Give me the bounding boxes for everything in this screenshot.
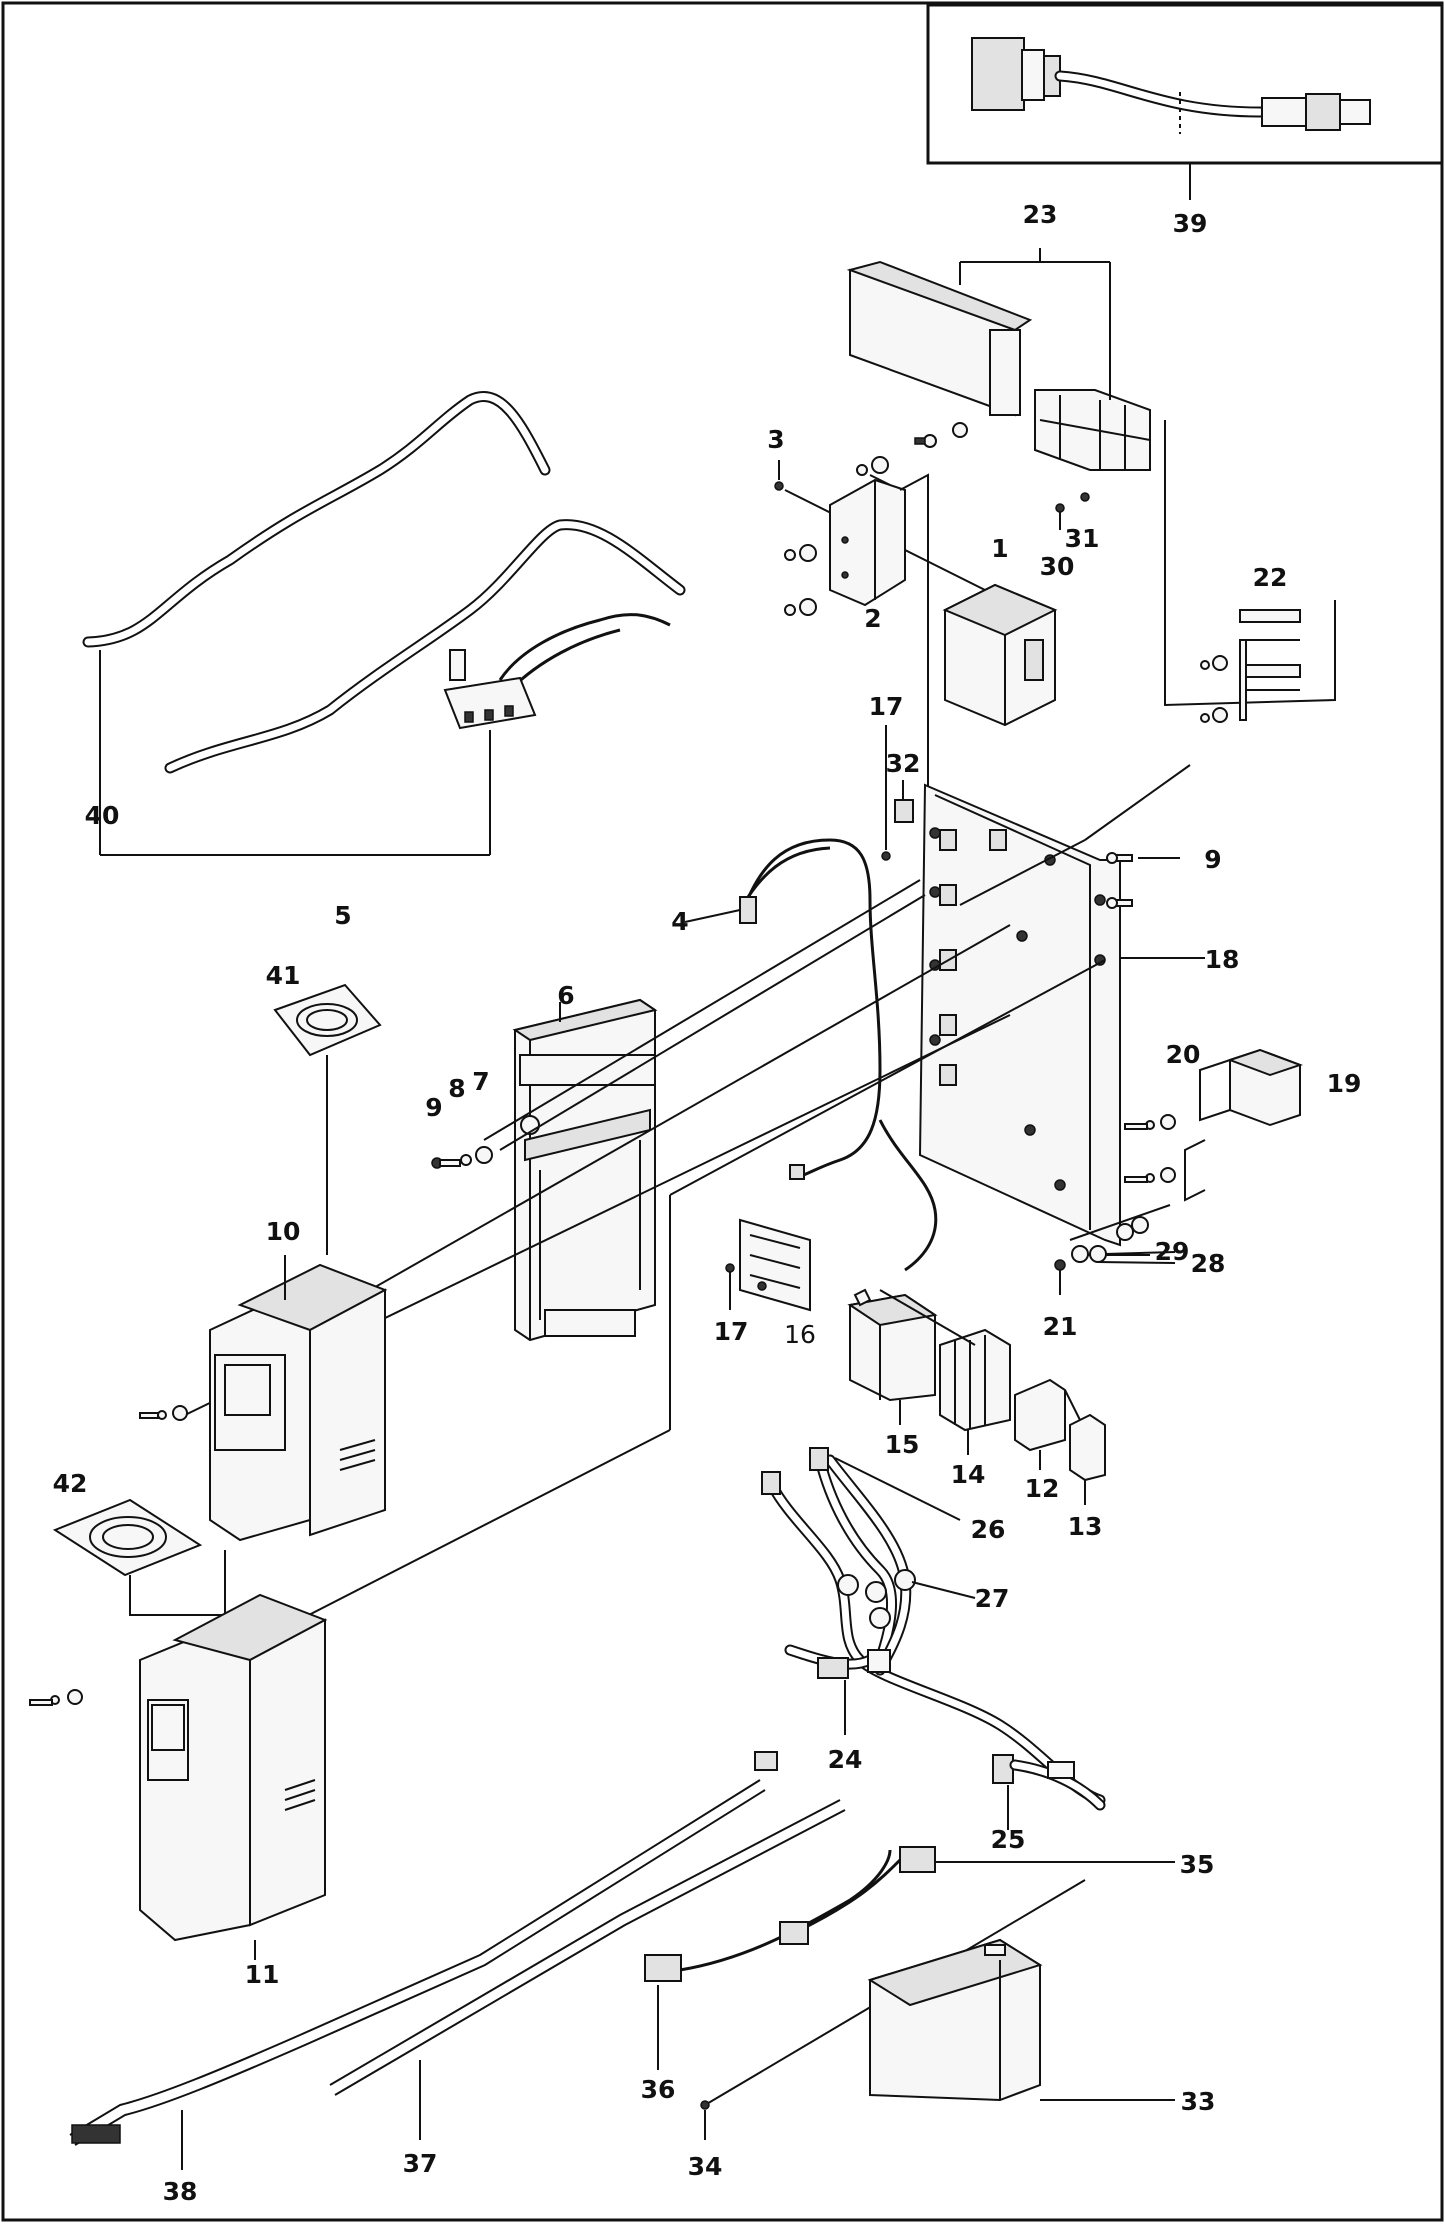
- part-11-drive: [29, 1593, 328, 1960]
- part-6-module: [512, 998, 658, 1342]
- label-4: 4: [671, 907, 688, 936]
- label-29: 29: [1155, 1237, 1190, 1266]
- part-16-din-rail: [725, 1218, 811, 1312]
- label-39: 39: [1173, 209, 1208, 238]
- part-39-inset: [926, 3, 1444, 200]
- part-35-cable: [779, 1846, 1175, 1945]
- label-3: 3: [767, 425, 784, 454]
- label-34: 34: [688, 2152, 723, 2181]
- part-40-hose: [82, 391, 686, 774]
- part-37-cable: [329, 1799, 846, 2140]
- part-25-connector: [992, 1754, 1106, 1830]
- label-41: 41: [266, 961, 301, 990]
- label-33: 33: [1181, 2087, 1216, 2116]
- label-8: 8: [448, 1074, 465, 1103]
- part-33-battery: [867, 1938, 1175, 2102]
- part-10-drive: [139, 1255, 388, 1542]
- part-14-relay: [853, 1288, 1011, 1455]
- part-23-housing: [846, 248, 1151, 471]
- part-5-harness: [99, 613, 671, 856]
- label-21: 21: [1043, 1312, 1078, 1341]
- label-23: 23: [1023, 200, 1058, 229]
- label-22: 22: [1253, 563, 1288, 592]
- part-9-screws-right: [1106, 852, 1180, 909]
- label-17-lower: 17: [714, 1317, 749, 1346]
- label-31: 31: [1065, 524, 1100, 553]
- label-19: 19: [1327, 1069, 1362, 1098]
- part-1-power-supply: [942, 583, 1058, 727]
- label-24: 24: [828, 1745, 863, 1774]
- part-41-fan-grille: [273, 983, 382, 1255]
- label-18: 18: [1205, 945, 1240, 974]
- part-13-terminal: [1064, 1389, 1106, 1505]
- part-24-connector: [784, 1644, 891, 1735]
- label-37: 37: [403, 2149, 438, 2178]
- part-4-cable: [684, 838, 938, 1272]
- part-2-bracket: [784, 456, 929, 800]
- part-38-cable: [69, 1751, 778, 2170]
- label-12: 12: [1025, 1474, 1060, 1503]
- label-15: 15: [885, 1430, 920, 1459]
- label-13: 13: [1068, 1512, 1103, 1541]
- label-35: 35: [1180, 1850, 1215, 1879]
- label-16: 16: [784, 1320, 816, 1349]
- part-20-washers: [1124, 1114, 1206, 1202]
- part-labels: 1 2 3 4 5 6 7 8 9 9 10 11 12 13 14 15 16…: [53, 200, 1362, 2206]
- label-9-left: 9: [425, 1093, 442, 1122]
- part-42-fan-grille: [52, 1498, 226, 1616]
- label-5: 5: [334, 901, 351, 930]
- label-38: 38: [163, 2177, 198, 2206]
- part-12-terminal: [1014, 1378, 1066, 1470]
- label-9-right: 9: [1204, 845, 1221, 874]
- label-25: 25: [991, 1825, 1026, 1854]
- part-22-bus-bars: [1164, 420, 1336, 723]
- label-26: 26: [971, 1515, 1006, 1544]
- label-17-upper: 17: [869, 692, 904, 721]
- part-19-block: [1199, 1048, 1303, 1127]
- label-10: 10: [266, 1217, 301, 1246]
- part-32-clip: [881, 725, 914, 861]
- part-15-contactor: [847, 1293, 938, 1425]
- label-20: 20: [1166, 1040, 1201, 1069]
- label-40: 40: [85, 801, 120, 830]
- part-7-8-9-screw-stack: [431, 879, 926, 1169]
- label-2: 2: [864, 604, 881, 633]
- label-42: 42: [53, 1469, 88, 1498]
- label-27: 27: [975, 1584, 1010, 1613]
- label-36: 36: [641, 2075, 676, 2104]
- label-7: 7: [472, 1067, 489, 1096]
- part-21-28-29-hardware: [1054, 1216, 1176, 1295]
- label-30: 30: [1040, 552, 1075, 581]
- label-28: 28: [1191, 1249, 1226, 1278]
- part-36-cable: [644, 1849, 892, 2070]
- part-18-mounting-plate: [918, 764, 1205, 1256]
- label-32: 32: [886, 749, 921, 778]
- label-1: 1: [991, 534, 1008, 563]
- label-11: 11: [245, 1960, 280, 1989]
- label-14: 14: [951, 1460, 986, 1489]
- label-6: 6: [557, 981, 574, 1010]
